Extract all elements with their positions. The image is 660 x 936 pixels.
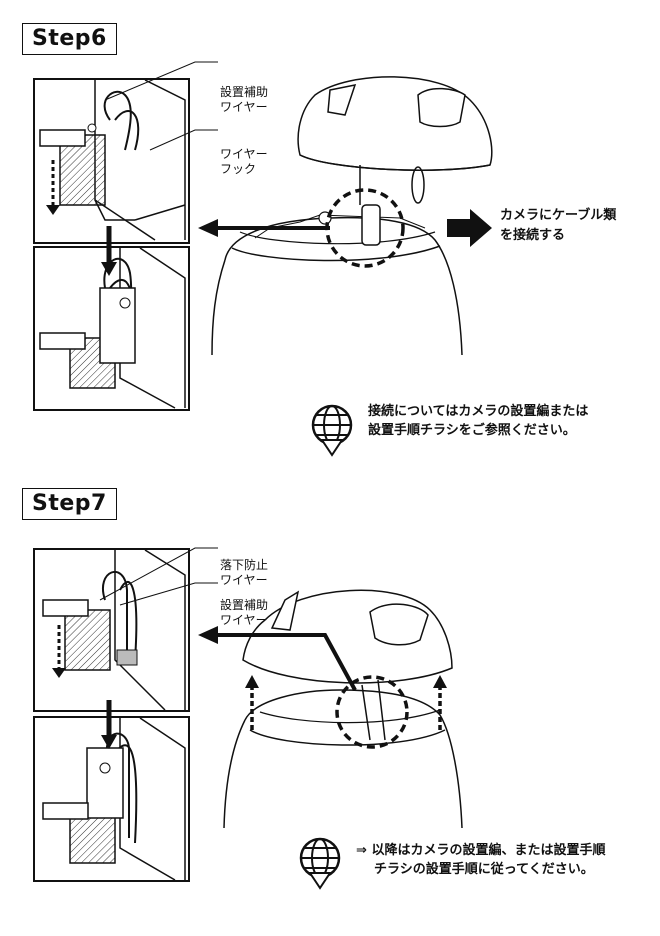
step7-reference-note: ⇒ 以降はカメラの設置編、または設置手順 チラシの設置手順に従ってください。 [356,841,605,879]
arrow-symbol: ⇒ [356,843,367,858]
label-support-wire-step7: 設置補助ワイヤー [220,568,268,643]
globe-download-icon [301,839,339,888]
